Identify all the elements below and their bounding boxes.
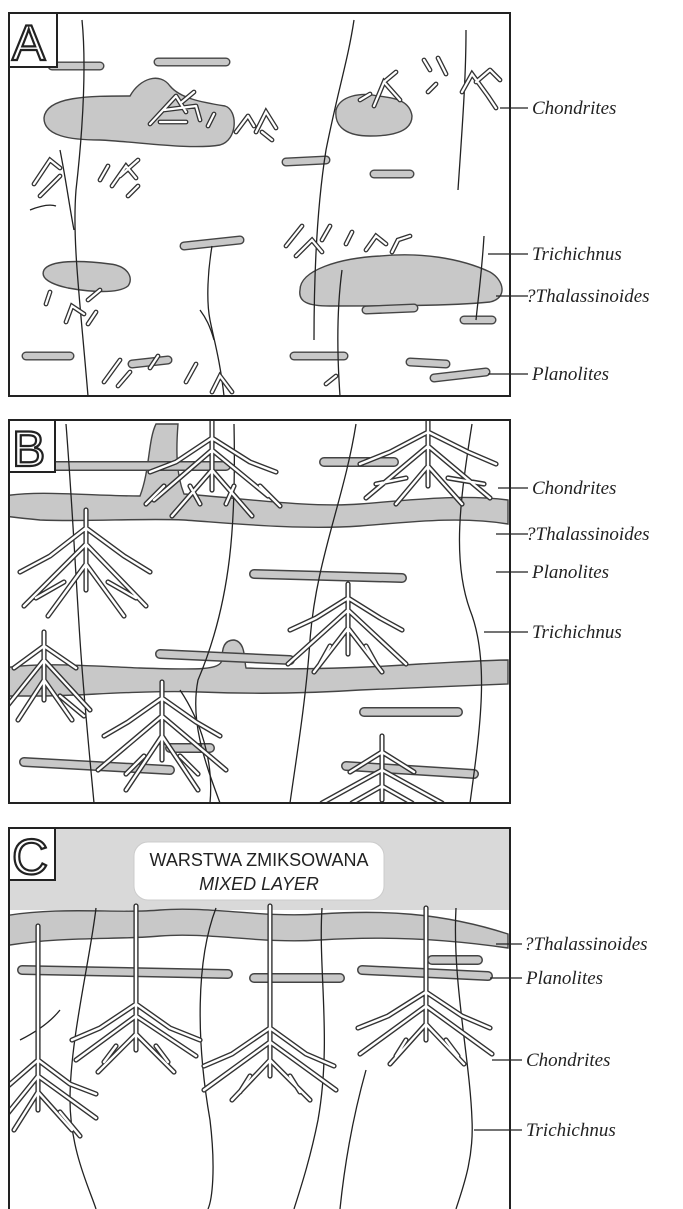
panel-b-letter: B [12, 421, 45, 477]
label-thalassinoides: ?Thalassinoides [524, 934, 648, 955]
planolites-burrows [22, 960, 488, 978]
label-thalassinoides: ?Thalassinoides [526, 524, 650, 545]
panel-b: B Chondrites ?Thalassinoides Planolites … [4, 420, 650, 803]
panel-a-letter: A [12, 15, 46, 71]
thalassinoides-burrow [4, 909, 508, 948]
label-thalassinoides: ?Thalassinoides [526, 286, 650, 307]
label-planolites: Planolites [531, 364, 609, 385]
thalassinoides-burrow [44, 78, 234, 146]
thalassinoides-burrow [4, 424, 508, 527]
label-trichichnus: Trichichnus [532, 244, 622, 265]
thalassinoides-burrow [43, 262, 130, 292]
mixed-layer-polish-label: WARSTWA ZMIKSOWANA [150, 850, 369, 870]
panel-c-letter: C [12, 829, 48, 885]
label-chondrites: Chondrites [532, 98, 616, 119]
thalassinoides-burrow [4, 640, 508, 696]
trichichnus-traces [30, 20, 484, 396]
panel-b-burrows [4, 420, 508, 803]
label-chondrites: Chondrites [532, 478, 616, 499]
panel-a: A Chondrites Trichichnus ?Thalassinoides… [9, 13, 650, 396]
panel-a-burrows [26, 20, 502, 396]
label-trichichnus: Trichichnus [532, 622, 622, 643]
label-planolites: Planolites [531, 562, 609, 583]
panel-c: C WARSTWA ZMIKSOWANA MIXED LAYER ?Thalas… [4, 828, 648, 1209]
mixed-layer-english-label: MIXED LAYER [199, 874, 319, 894]
thalassinoides-burrow [300, 255, 502, 306]
label-chondrites: Chondrites [526, 1050, 610, 1071]
label-trichichnus: Trichichnus [526, 1120, 616, 1141]
label-planolites: Planolites [525, 968, 603, 989]
